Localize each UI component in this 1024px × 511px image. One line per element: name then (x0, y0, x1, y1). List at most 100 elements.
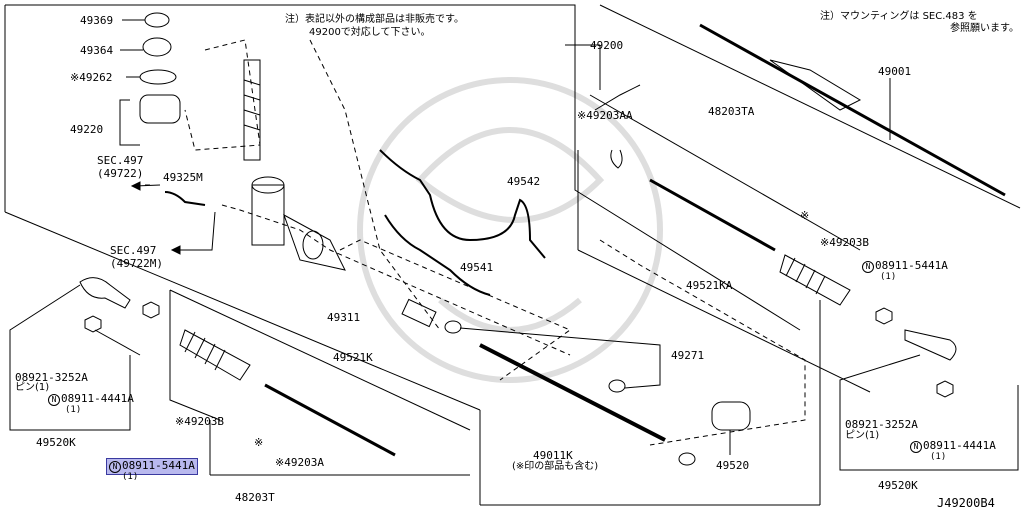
dashed-box-top (184, 39, 261, 151)
label-08921-right[interactable]: 08921-3252A (845, 418, 918, 431)
watermark-seal (357, 77, 663, 383)
label-49203aa[interactable]: ※49203AA (577, 109, 633, 122)
label-49521ka[interactable]: 49521KA (686, 279, 733, 292)
right-rod-box (594, 84, 641, 111)
tube-49542 (379, 149, 546, 259)
right-frame-top (599, 4, 1021, 209)
assembly-49001-body (769, 59, 862, 111)
label-49203b-left[interactable]: ※49203B (175, 415, 224, 428)
label-qty-4441-right: (1) (930, 452, 947, 462)
nut-left-top (84, 315, 102, 333)
left-boot (179, 329, 251, 381)
nut-symbol-icon: N (910, 441, 922, 453)
clip-49203aa (610, 149, 623, 169)
leader-49271 (459, 327, 661, 389)
left-inner-rod (264, 383, 396, 457)
note-left-line-1: 注）表記以外の構成部品は非販売です。 (285, 14, 464, 25)
arrow-sec497b (178, 211, 216, 251)
label-48203t[interactable]: 48203T (235, 491, 275, 504)
bushing-49520 (711, 401, 751, 431)
label-49311[interactable]: 49311 (327, 311, 361, 324)
nut-symbol-icon: N (862, 261, 874, 273)
label-49262[interactable]: ※49262 (70, 71, 113, 84)
left-end-box-r (94, 329, 141, 356)
label-pin-right: ピン(1) (845, 430, 880, 441)
rings-49220 (139, 94, 181, 124)
bracket-49220 (119, 99, 140, 146)
diagram-code: J49200B4 (937, 496, 995, 510)
tube-49541 (384, 214, 491, 296)
nut-right (875, 307, 893, 325)
dashed-note-lines (309, 39, 441, 331)
label-49271[interactable]: 49271 (671, 349, 705, 362)
seal-49271-b (608, 379, 626, 393)
assembly-49001-rack (699, 23, 1006, 197)
part-number: 08911-4441A (61, 392, 134, 405)
label-49011k-sub: (※印の部品も含む) (512, 461, 599, 472)
assembly-outline-diag (4, 211, 481, 411)
right-end-box (839, 354, 1019, 471)
nut-symbol-icon: N (48, 394, 60, 406)
label-49011k[interactable]: 49011K (533, 449, 573, 462)
right-tie-rod-end (904, 329, 957, 361)
left-rod-box-diag (169, 289, 471, 431)
nut-right-end (936, 380, 954, 398)
bearing-49364 (142, 37, 172, 57)
label-sec497-b[interactable]: SEC.497 (110, 244, 157, 257)
part-number: 08911-5441A (122, 459, 195, 472)
label-sec497-b-sub: (49722M) (110, 257, 163, 270)
nut-left-5441 (142, 301, 160, 319)
label-49520k-left[interactable]: 49520K (36, 436, 76, 449)
right-rod-box-top (589, 94, 861, 251)
dashed-center (339, 239, 572, 381)
label-49369[interactable]: 49369 (80, 14, 114, 27)
dashed-right (599, 239, 806, 446)
dashed-valve (221, 204, 571, 356)
label-pin-left: ピン(1) (15, 382, 50, 393)
note-right-line-2: 参照願います。 (950, 23, 1019, 34)
label-49541[interactable]: 49541 (460, 261, 494, 274)
left-end-box (9, 284, 131, 431)
label-48203ta[interactable]: 48203TA (708, 105, 755, 118)
label-49200[interactable]: 49200 (590, 39, 624, 52)
label-49520k-right[interactable]: 49520K (878, 479, 918, 492)
label-49203b-right[interactable]: ※49203B (820, 236, 869, 249)
right-rod-box-bottom (577, 249, 871, 393)
nut-symbol-icon: N (109, 461, 121, 473)
note-left-line-2: 49200で対応して下さい。 (309, 27, 431, 38)
label-08921-left[interactable]: 08921-3252A (15, 371, 88, 384)
label-qty-5441-right: (1) (880, 272, 897, 282)
note-right-line-1: 注）マウンティングは SEC.483 を (820, 11, 978, 22)
label-49520[interactable]: 49520 (716, 459, 750, 472)
label-49542[interactable]: 49542 (507, 175, 541, 188)
seal-49369 (144, 12, 170, 28)
label-49203a-left[interactable]: ※49203A (275, 456, 324, 469)
label-sec497-a[interactable]: SEC.497 (97, 154, 144, 167)
seal-49271-a (444, 320, 462, 334)
label-49001[interactable]: 49001 (878, 65, 912, 78)
label-star-right: ※ (800, 209, 810, 222)
right-inner-rod (649, 178, 776, 252)
label-star-left: ※ (254, 436, 264, 449)
label-qty-4441-left: (1) (65, 405, 82, 415)
assembly-outline (5, 4, 801, 331)
rack-49011k (479, 343, 666, 442)
label-49521k[interactable]: 49521K (333, 351, 373, 364)
label-49364[interactable]: 49364 (80, 44, 114, 57)
label-49220[interactable]: 49220 (70, 123, 104, 136)
label-sec497-a-sub: (49722) (97, 167, 144, 180)
ring-49262 (139, 69, 177, 85)
hose-49325m (164, 191, 206, 206)
part-number: 08911-4441A (923, 439, 996, 452)
left-tie-rod-end (79, 277, 131, 309)
arrow-sec497a-head (130, 181, 141, 191)
part-number: 08911-5441A (875, 259, 948, 272)
tube-49311 (401, 298, 437, 328)
label-49325m[interactable]: 49325M (163, 171, 203, 184)
